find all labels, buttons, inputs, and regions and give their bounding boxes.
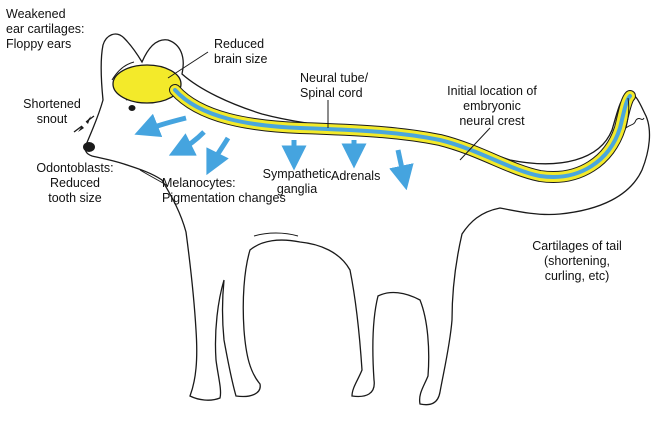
snout-arrowhead-top [86, 116, 91, 124]
label-brain-size: Reduced brain size [214, 37, 268, 66]
label-neural-tube: Neural tube/ Spinal cord [300, 71, 369, 100]
fur-line [253, 232, 299, 237]
nose [83, 142, 95, 152]
snout-arrowhead-bottom [78, 126, 84, 132]
dog-outline [84, 33, 651, 406]
label-neural-crest: Initial location of embryonic neural cre… [447, 84, 537, 128]
label-sympathetic-ganglia: Sympathetic ganglia [262, 167, 332, 196]
tail-curl [625, 97, 645, 129]
leader-neural-crest [459, 127, 491, 161]
label-melanocytes: Melanocytes: Pigmentation changes [162, 176, 286, 205]
brain-shape [112, 64, 182, 104]
neural-tube-band [173, 88, 632, 179]
migration-arrow-jaw [168, 130, 206, 156]
migration-arrow-melanocytes [206, 136, 231, 176]
migration-arrow-face [134, 113, 187, 137]
eye [128, 105, 136, 111]
fur-line [139, 169, 169, 187]
migration-arrow-body [389, 149, 414, 191]
label-shortened-snout: Shortened snout [23, 97, 81, 126]
label-odontoblasts: Odontoblasts: Reduced tooth size [36, 161, 114, 205]
ear-fold-line [111, 61, 135, 81]
label-ear-cartilages: Weakened ear cartilages: Floppy ears [6, 7, 85, 51]
label-adrenals: Adrenals [331, 169, 381, 183]
label-tail-cartilages: Cartilages of tail (shortening, curling,… [532, 239, 622, 283]
leader-brain [167, 51, 209, 79]
snout-arrow-in-bottom [73, 125, 83, 133]
